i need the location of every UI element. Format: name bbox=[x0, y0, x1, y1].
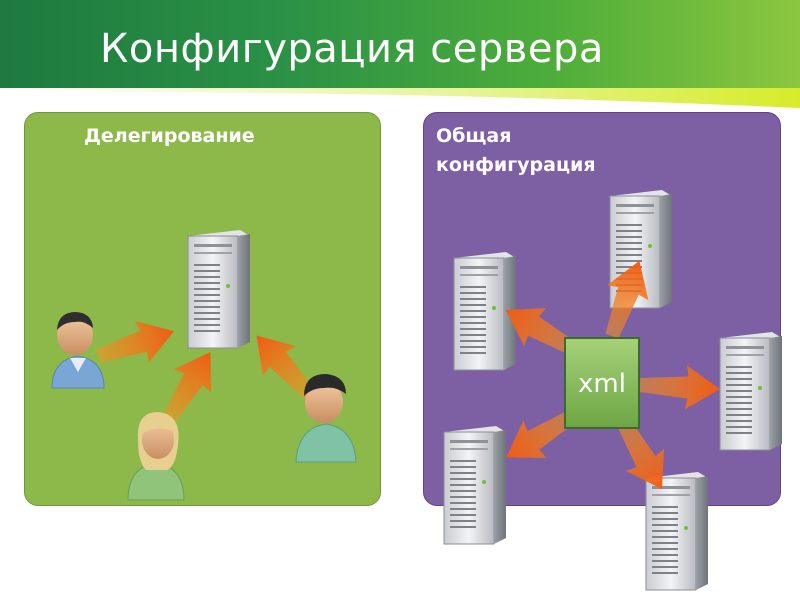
xml-label: xml bbox=[578, 369, 626, 399]
server-icon bbox=[646, 472, 708, 590]
server-icon bbox=[444, 426, 506, 544]
user-avatar-icon bbox=[128, 412, 184, 500]
arrow-icon bbox=[639, 363, 721, 411]
xml-document-icon: xml bbox=[565, 338, 639, 428]
arrow-icon bbox=[91, 310, 181, 377]
server-icon bbox=[188, 230, 250, 348]
server-icon bbox=[720, 332, 782, 450]
